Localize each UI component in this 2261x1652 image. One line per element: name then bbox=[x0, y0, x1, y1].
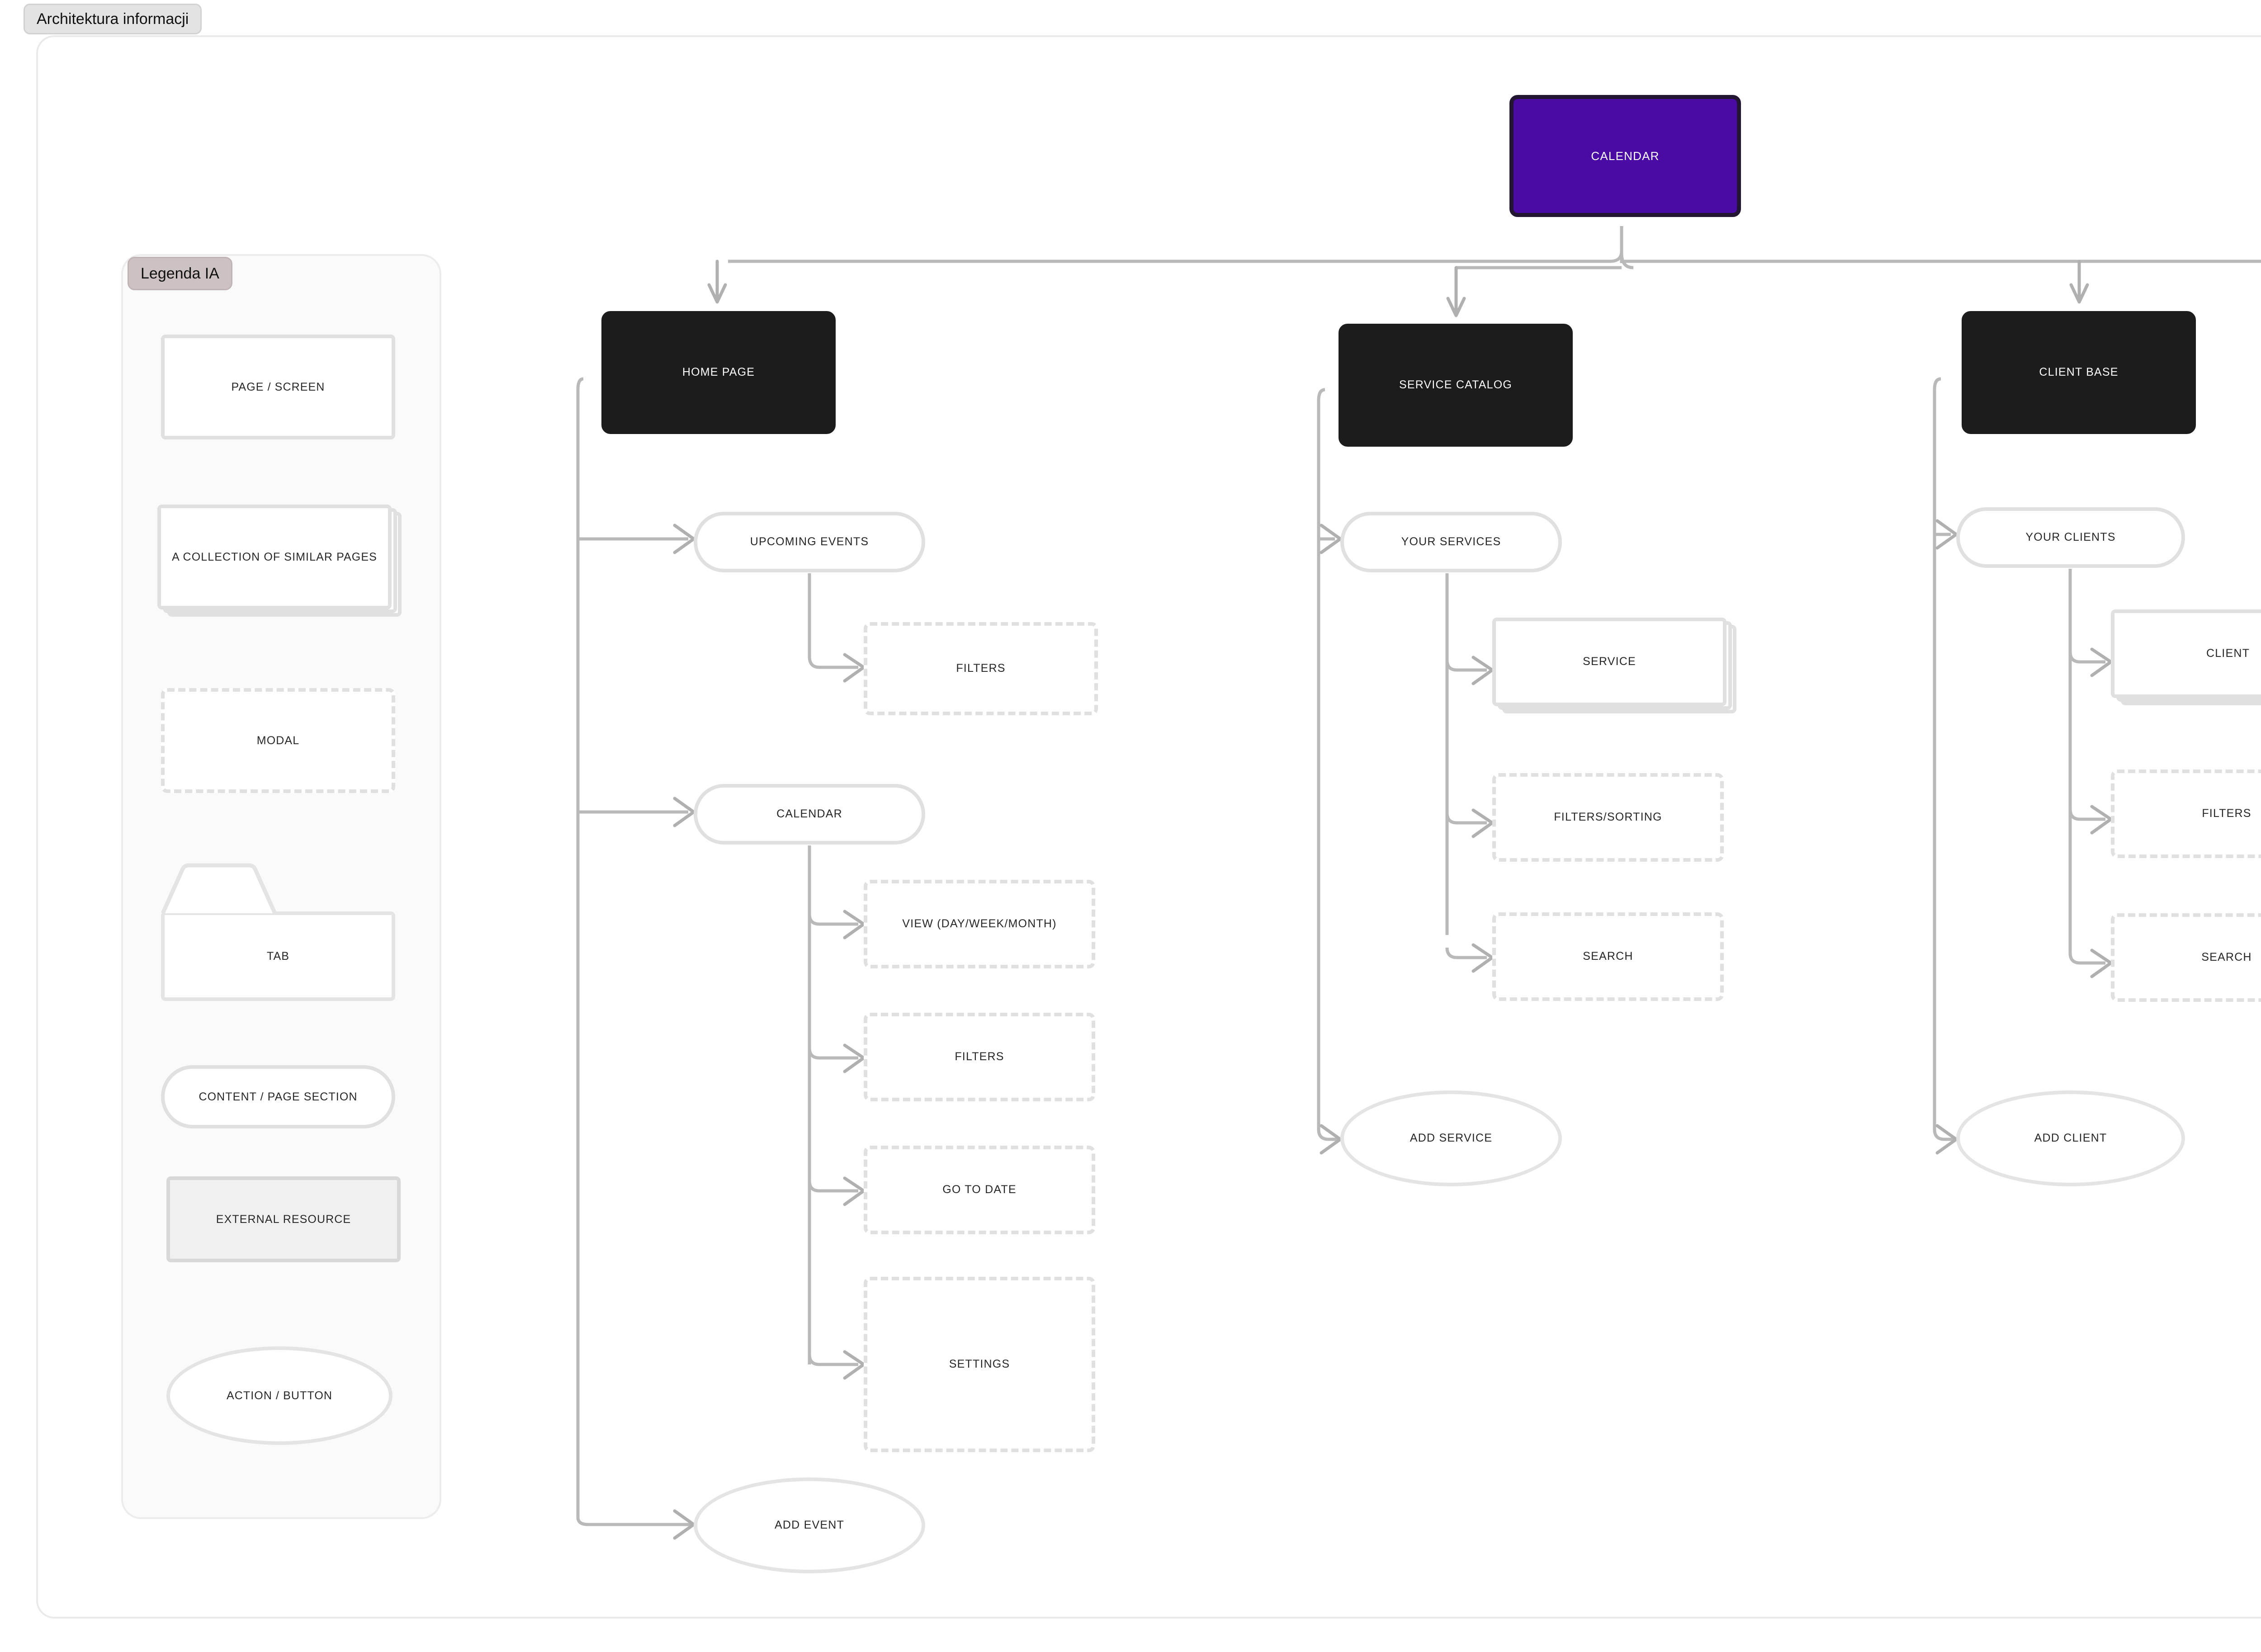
node-label: SEARCH bbox=[1583, 950, 1633, 963]
frame-title-tag[interactable]: Architektura informacji bbox=[24, 4, 202, 34]
node-label: SERVICE CATALOG bbox=[1399, 378, 1512, 392]
legend-swatch-page-screen: PAGE / SCREEN bbox=[161, 335, 395, 439]
legend-title-tag[interactable]: Legenda IA bbox=[128, 257, 232, 290]
node-your-services[interactable]: YOUR SERVICES bbox=[1340, 512, 1562, 572]
node-client-filters[interactable]: FILTERS bbox=[2111, 769, 2261, 858]
node-label: YOUR CLIENTS bbox=[2025, 531, 2116, 544]
legend-swatch-tab: TAB bbox=[161, 911, 395, 1001]
node-label: FILTERS bbox=[955, 1050, 1004, 1063]
node-label: ADD SERVICE bbox=[1410, 1132, 1493, 1145]
node-label: ADD CLIENT bbox=[2034, 1132, 2107, 1145]
node-label: FILTERS/SORTING bbox=[1554, 811, 1662, 824]
node-section-client-base[interactable]: CLIENT BASE bbox=[1962, 311, 2196, 434]
node-calendar-settings[interactable]: SETTINGS bbox=[864, 1277, 1095, 1452]
node-go-to-date[interactable]: GO TO DATE bbox=[864, 1146, 1095, 1234]
node-label: HOME PAGE bbox=[682, 366, 755, 379]
node-label: FILTERS bbox=[2202, 807, 2252, 820]
legend-label: CONTENT / PAGE SECTION bbox=[199, 1090, 358, 1103]
node-client[interactable]: CLIENT bbox=[2111, 609, 2261, 698]
node-home-calendar[interactable]: CALENDAR bbox=[694, 784, 925, 845]
node-label: CALENDAR bbox=[1591, 149, 1660, 163]
legend-swatch-action-button: ACTION / BUTTON bbox=[166, 1346, 393, 1445]
legend-label: PAGE / SCREEN bbox=[231, 380, 325, 393]
node-your-clients[interactable]: YOUR CLIENTS bbox=[1956, 507, 2185, 568]
node-view-day-week-month[interactable]: VIEW (DAY/WEEK/MONTH) bbox=[864, 880, 1095, 968]
node-label: GO TO DATE bbox=[942, 1183, 1017, 1196]
legend-swatch-modal: MODAL bbox=[161, 688, 395, 793]
node-upcoming-events[interactable]: UPCOMING EVENTS bbox=[694, 512, 925, 572]
node-root-calendar[interactable]: CALENDAR bbox=[1509, 95, 1741, 217]
node-label: UPCOMING EVENTS bbox=[750, 535, 869, 548]
legend-label: MODAL bbox=[256, 734, 300, 747]
node-calendar-filters[interactable]: FILTERS bbox=[864, 1013, 1095, 1101]
legend-swatch-external-resource: EXTERNAL RESOURCE bbox=[166, 1176, 401, 1262]
node-label: CLIENT bbox=[2206, 647, 2250, 660]
node-label: ADD EVENT bbox=[775, 1519, 844, 1532]
node-label: CLIENT BASE bbox=[2039, 366, 2119, 379]
node-label: SEARCH bbox=[2201, 951, 2252, 964]
node-section-home-page[interactable]: HOME PAGE bbox=[601, 311, 836, 434]
node-add-event[interactable]: ADD EVENT bbox=[694, 1477, 925, 1573]
node-section-service-catalog[interactable]: SERVICE CATALOG bbox=[1339, 324, 1573, 447]
node-filters-sorting[interactable]: FILTERS/SORTING bbox=[1492, 773, 1724, 862]
node-label: VIEW (DAY/WEEK/MONTH) bbox=[902, 917, 1057, 930]
node-add-service[interactable]: ADD SERVICE bbox=[1340, 1090, 1562, 1186]
legend-swatch-tab-flap bbox=[161, 863, 277, 914]
legend-label: ACTION / BUTTON bbox=[226, 1389, 333, 1402]
legend-label: A COLLECTION OF SIMILAR PAGES bbox=[172, 550, 377, 563]
node-service-search[interactable]: SEARCH bbox=[1492, 912, 1724, 1001]
node-home-filters[interactable]: FILTERS bbox=[864, 622, 1098, 715]
legend-swatch-content-section: CONTENT / PAGE SECTION bbox=[161, 1065, 395, 1128]
node-label: FILTERS bbox=[956, 662, 1006, 675]
node-service[interactable]: SERVICE bbox=[1492, 618, 1726, 706]
node-client-search[interactable]: SEARCH bbox=[2111, 913, 2261, 1002]
node-label: YOUR SERVICES bbox=[1401, 535, 1501, 548]
node-label: SERVICE bbox=[1583, 655, 1636, 668]
legend-label: EXTERNAL RESOURCE bbox=[216, 1213, 351, 1226]
node-add-client[interactable]: ADD CLIENT bbox=[1956, 1090, 2185, 1186]
node-label: CALENDAR bbox=[776, 807, 842, 821]
legend-swatch-collection: A COLLECTION OF SIMILAR PAGES bbox=[157, 505, 392, 609]
node-label: SETTINGS bbox=[949, 1358, 1010, 1371]
legend-label: TAB bbox=[266, 949, 290, 963]
